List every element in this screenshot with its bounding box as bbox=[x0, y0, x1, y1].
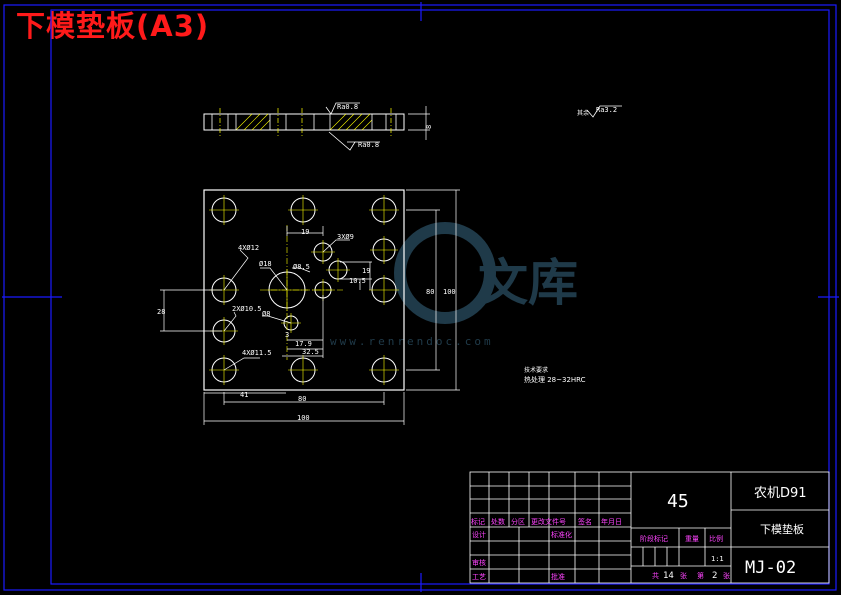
tb-hdr-5: 年月日 bbox=[601, 517, 622, 526]
watermark-brand: 文库 bbox=[478, 254, 578, 312]
tech-req-heading: 技术要求 bbox=[524, 366, 548, 374]
dim-28: 28 bbox=[157, 308, 165, 316]
tb-scale-value: 1:1 bbox=[711, 555, 724, 563]
dimension-texts: 19 3XØ9 4XØ12 Ø18 Ø8.5 19 10.5 28 2XØ10.… bbox=[157, 228, 456, 422]
tb-hdr-4: 签名 bbox=[578, 517, 592, 526]
side-rough-top: Ra0.8 bbox=[337, 103, 358, 111]
side-view: Ra0.8 Ra0.8 8 bbox=[203, 102, 433, 151]
roughness-note-prefix: 其余 bbox=[577, 109, 589, 117]
tb-drawing-no: MJ-02 bbox=[745, 558, 796, 578]
dim-phi8: Ø8 bbox=[262, 310, 270, 318]
tb-weight: 重量 bbox=[685, 535, 699, 543]
tb-approve: 批准 bbox=[551, 572, 565, 581]
tb-hdr-3: 更改文件号 bbox=[531, 517, 566, 526]
tech-req-line: 热处理 28~32HRC bbox=[524, 375, 586, 384]
center-lines bbox=[260, 225, 345, 360]
plan-view: 19 3XØ9 4XØ12 Ø18 Ø8.5 19 10.5 28 2XØ10.… bbox=[157, 189, 460, 425]
technical-requirements: 技术要求 热处理 28~32HRC bbox=[524, 366, 586, 384]
tb-scale: 比例 bbox=[709, 534, 723, 543]
dim-100-vertical: 100 bbox=[443, 288, 456, 296]
tb-total-value: 14 bbox=[663, 571, 674, 581]
tb-part-name: 下模垫板 bbox=[760, 522, 804, 536]
dim-41: 41 bbox=[240, 391, 248, 399]
side-thickness-dim: 8 bbox=[425, 125, 433, 129]
dim-4x12: 4XØ12 bbox=[238, 244, 259, 252]
tb-hdr-1: 处数 bbox=[491, 517, 505, 526]
dim-100-horizontal: 100 bbox=[297, 414, 310, 422]
dim-2x10-5: 2XØ10.5 bbox=[232, 305, 262, 313]
tb-hdr-0: 标记 bbox=[471, 517, 485, 526]
dim-17-9: 17.9 bbox=[295, 340, 312, 348]
dim-10-5: 10.5 bbox=[349, 277, 366, 285]
roughness-note: 其余 Ra3.2 bbox=[577, 105, 622, 118]
dim-phi18: Ø18 bbox=[259, 260, 272, 268]
watermark-url: www.renrendoc.com bbox=[330, 335, 494, 348]
dim-80-horizontal: 80 bbox=[298, 395, 306, 403]
title-block bbox=[469, 471, 830, 584]
page-title: 下模垫板(A3) bbox=[16, 9, 210, 43]
dim-19-right: 19 bbox=[362, 267, 370, 275]
watermark: 文库 www.renrendoc.com bbox=[330, 222, 578, 348]
tb-total-label: 共 bbox=[652, 571, 659, 580]
dimension-lines bbox=[160, 189, 460, 425]
outer-frame bbox=[3, 4, 837, 591]
watermark-logo-circle bbox=[394, 222, 496, 324]
inner-frame bbox=[50, 9, 830, 585]
tb-sheet-number: 2 bbox=[712, 571, 717, 581]
side-rough-bottom: Ra0.8 bbox=[358, 141, 379, 149]
dim-3x9: 3XØ9 bbox=[337, 233, 354, 241]
side-hatch bbox=[235, 113, 373, 131]
tb-design: 设计 bbox=[472, 530, 486, 539]
tb-review: 审核 bbox=[472, 558, 486, 567]
tb-standardize: 标准化 bbox=[551, 530, 572, 539]
tb-stage-mark: 阶段标记 bbox=[640, 534, 668, 543]
dim-80-vertical: 80 bbox=[426, 288, 434, 296]
tb-hdr-2: 分区 bbox=[511, 517, 525, 526]
dim-3: 3 bbox=[285, 331, 289, 339]
title-block-texts: 45 农机D91 下模垫板 MJ-02 标记 处数 分区 更改文件号 签名 年月… bbox=[471, 486, 807, 581]
tb-sheet-label-3: 张 bbox=[723, 571, 730, 580]
dim-19-top: 19 bbox=[301, 228, 309, 236]
tb-sheet-label-2: 第 bbox=[697, 571, 704, 580]
side-roughness bbox=[325, 102, 380, 151]
dim-4x11-5: 4XØ11.5 bbox=[242, 349, 272, 357]
dim-phi85: Ø8.5 bbox=[293, 263, 310, 271]
dim-32-5: 32.5 bbox=[302, 348, 319, 356]
tb-project: 农机D91 bbox=[754, 486, 807, 501]
tb-process: 工艺 bbox=[472, 573, 486, 581]
roughness-note-value: Ra3.2 bbox=[596, 106, 617, 114]
tb-material: 45 bbox=[667, 491, 689, 512]
tb-sheet-label: 张 bbox=[680, 571, 687, 580]
